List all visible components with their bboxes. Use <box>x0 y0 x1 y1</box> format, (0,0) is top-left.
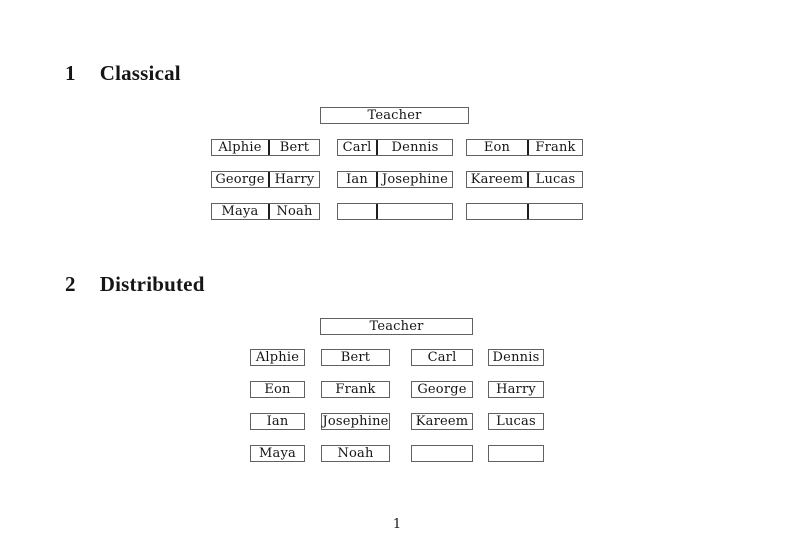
student-name: George <box>215 172 265 187</box>
desk-seat: Josephine <box>378 172 452 187</box>
desk-distributed-r4c1: Maya <box>250 445 305 462</box>
desk-seat <box>467 204 529 219</box>
desk-classical-r1c3: Eon Frank <box>466 139 583 156</box>
desk-classical-r3c3 <box>466 203 583 220</box>
student-name: Ian <box>346 172 368 187</box>
desk-seat <box>529 204 582 219</box>
student-name: George <box>417 382 467 397</box>
student-name: Alphie <box>255 350 300 365</box>
section-2-number: 2 <box>65 272 76 296</box>
desk-classical-r2c3: Kareem Lucas <box>466 171 583 188</box>
student-name: Noah <box>337 446 374 461</box>
desk-distributed-r4c3 <box>411 445 473 462</box>
student-name: Noah <box>276 204 313 219</box>
desk-distributed-r1c4: Dennis <box>488 349 544 366</box>
student-name: Carl <box>342 140 372 155</box>
desk-classical-r3c2 <box>337 203 453 220</box>
desk-classical-r1c1: Alphie Bert <box>211 139 320 156</box>
desk-seat: Frank <box>529 140 582 155</box>
teacher-box-classical: Teacher <box>320 107 469 124</box>
student-name: Josephine <box>381 172 449 187</box>
desk-seat: Lucas <box>529 172 582 187</box>
student-name: Ian <box>266 414 289 429</box>
section-1-heading: 1 Classical <box>65 61 181 85</box>
student-name: Kareem <box>415 414 469 429</box>
desk-distributed-r2c4: Harry <box>488 381 544 398</box>
student-name: Josephine <box>322 414 389 429</box>
student-name: Maya <box>259 446 296 461</box>
student-name: Eon <box>483 140 511 155</box>
section-1-title: Classical <box>99 61 181 85</box>
student-name: Harry <box>496 382 536 397</box>
desk-classical-r1c2: Carl Dennis <box>337 139 453 156</box>
student-name: Maya <box>221 204 259 219</box>
desk-seat: Kareem <box>467 172 529 187</box>
section-1-number: 1 <box>65 61 76 85</box>
desk-distributed-r1c3: Carl <box>411 349 473 366</box>
desk-distributed-r2c2: Frank <box>321 381 390 398</box>
desk-seat: Harry <box>270 172 319 187</box>
teacher-label: Teacher <box>369 319 424 334</box>
student-name: Carl <box>427 350 457 365</box>
desk-seat <box>378 204 452 219</box>
desk-classical-r2c2: Ian Josephine <box>337 171 453 188</box>
desk-distributed-r4c4 <box>488 445 544 462</box>
desk-distributed-r3c4: Lucas <box>488 413 544 430</box>
teacher-label: Teacher <box>367 108 422 123</box>
desk-distributed-r4c2: Noah <box>321 445 390 462</box>
student-name: Dennis <box>391 140 439 155</box>
student-name: Harry <box>274 172 315 187</box>
desk-classical-r2c1: George Harry <box>211 171 320 188</box>
desk-seat: George <box>212 172 270 187</box>
student-name: Lucas <box>535 172 576 187</box>
desk-seat: Ian <box>338 172 378 187</box>
section-2-heading: 2 Distributed <box>65 272 205 296</box>
teacher-box-distributed: Teacher <box>320 318 473 335</box>
section-2-title: Distributed <box>99 272 205 296</box>
student-name: Lucas <box>496 414 536 429</box>
desk-distributed-r1c1: Alphie <box>250 349 305 366</box>
desk-distributed-r3c2: Josephine <box>321 413 390 430</box>
desk-distributed-r3c1: Ian <box>250 413 305 430</box>
desk-seat <box>338 204 378 219</box>
student-name: Frank <box>335 382 376 397</box>
student-name: Alphie <box>218 140 262 155</box>
desk-distributed-r2c3: George <box>411 381 473 398</box>
student-name: Eon <box>264 382 291 397</box>
student-name: Kareem <box>470 172 524 187</box>
student-name: Frank <box>535 140 576 155</box>
student-name: Bert <box>340 350 371 365</box>
desk-seat: Carl <box>338 140 378 155</box>
desk-seat: Dennis <box>378 140 452 155</box>
desk-seat: Noah <box>270 204 319 219</box>
desk-classical-r3c1: Maya Noah <box>211 203 320 220</box>
desk-seat: Alphie <box>212 140 270 155</box>
student-name: Bert <box>279 140 310 155</box>
page-number: 1 <box>392 517 402 532</box>
desk-distributed-r1c2: Bert <box>321 349 390 366</box>
desk-seat: Bert <box>270 140 319 155</box>
student-name: Dennis <box>492 350 540 365</box>
desk-seat: Maya <box>212 204 270 219</box>
desk-seat: Eon <box>467 140 529 155</box>
desk-distributed-r2c1: Eon <box>250 381 305 398</box>
desk-distributed-r3c3: Kareem <box>411 413 473 430</box>
